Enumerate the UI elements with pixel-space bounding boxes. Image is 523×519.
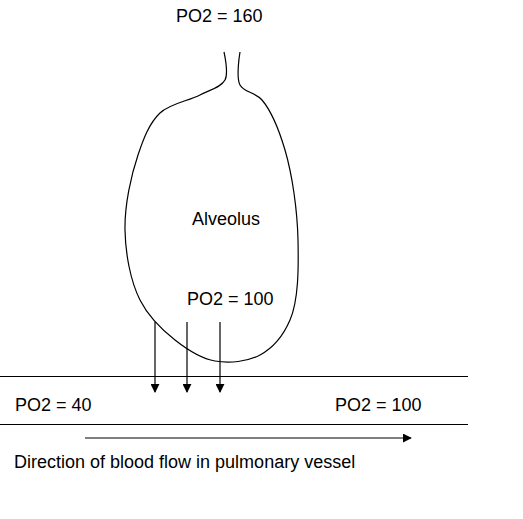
- flow-caption: Direction of blood flow in pulmonary ves…: [14, 451, 355, 473]
- pulmonary-vessel: PO2 = 40 PO2 = 100: [0, 376, 468, 425]
- alveolus-wall: [125, 52, 298, 362]
- alveolus-outline: [120, 45, 305, 365]
- diffusion-arrow: [154, 322, 155, 392]
- alveolus-name: Alveolus: [192, 208, 260, 230]
- diffusion-arrow: [219, 322, 220, 392]
- alveolus: AlveolusPO2 = 100: [120, 45, 305, 365]
- pressure-value: PO2 = 160: [176, 5, 263, 27]
- pressure-value: PO2 = 100: [187, 288, 274, 310]
- flow-arrow: [85, 437, 411, 438]
- pressure-value: PO2 = 100: [335, 394, 422, 416]
- pressure-value: PO2 = 40: [15, 394, 92, 416]
- diffusion-arrow: [186, 322, 187, 392]
